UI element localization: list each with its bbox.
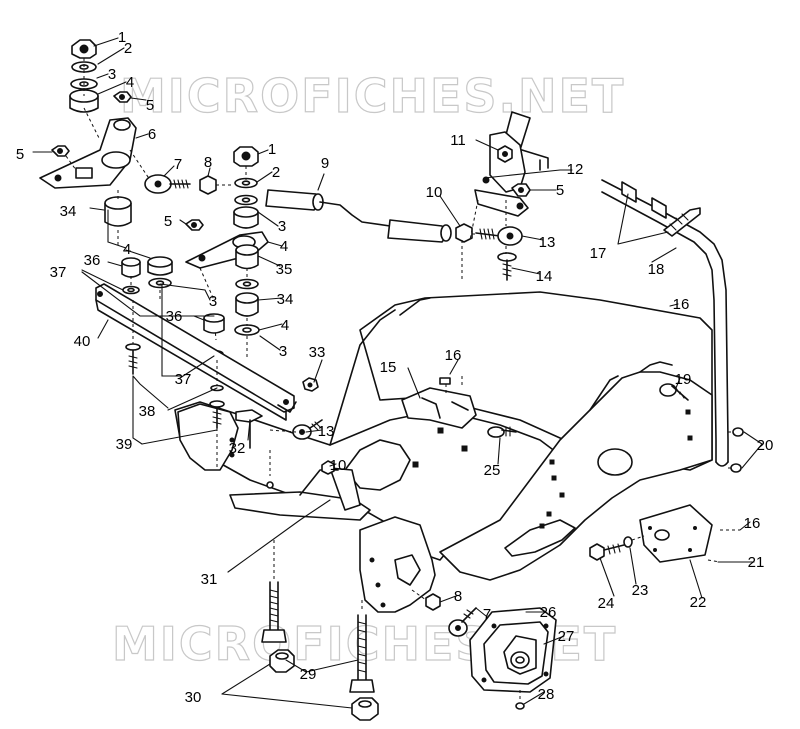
callout-c32: 32 <box>229 440 246 457</box>
callout-c5d: 5 <box>556 182 564 199</box>
callout-c6: 6 <box>148 126 156 143</box>
callout-c23: 23 <box>632 582 649 599</box>
callout-c17: 17 <box>590 245 607 262</box>
callout-c20: 20 <box>757 437 774 454</box>
plate-22-assembly <box>589 504 740 563</box>
callout-c26: 26 <box>540 604 557 621</box>
callout-c9: 9 <box>321 155 329 172</box>
callout-c31: 31 <box>201 571 218 588</box>
callout-c37b: 37 <box>175 371 192 388</box>
shift-boot-26-27 <box>469 607 557 710</box>
callout-c33: 33 <box>309 344 326 361</box>
callout-c3c: 3 <box>209 293 217 310</box>
callout-c3a: 3 <box>108 66 116 83</box>
callout-c3b: 3 <box>278 218 286 235</box>
callout-c11: 11 <box>450 132 466 149</box>
callout-c29: 29 <box>300 666 317 683</box>
callout-c4b: 4 <box>280 238 288 255</box>
callout-c30: 30 <box>185 689 202 706</box>
callout-c2a: 2 <box>124 40 132 57</box>
leader-lines <box>32 37 763 709</box>
callout-c22: 22 <box>690 594 707 611</box>
callout-c14: 14 <box>536 268 553 285</box>
callout-c5c: 5 <box>164 213 172 230</box>
callout-c13b: 13 <box>318 423 335 440</box>
callout-c27: 27 <box>558 628 575 645</box>
link-rod-9 <box>265 189 523 246</box>
callout-c12: 12 <box>567 161 584 178</box>
bolt-19 <box>659 383 689 401</box>
callout-c7b: 7 <box>483 606 491 623</box>
handle-bar-18 <box>601 179 744 473</box>
callout-c40: 40 <box>74 333 91 350</box>
chassis-bulkhead <box>174 291 713 613</box>
rocker-arm-35-assembly <box>121 146 269 360</box>
callout-c28: 28 <box>538 686 555 703</box>
shift-lever-assembly <box>461 111 549 281</box>
bolt-25 <box>487 426 517 438</box>
callout-c25: 25 <box>484 462 501 479</box>
callout-c38: 38 <box>139 403 156 420</box>
callout-c18: 18 <box>648 261 665 278</box>
callout-c35: 35 <box>276 261 293 278</box>
callout-c15: 15 <box>380 359 397 376</box>
bolts-29-nuts-30 <box>261 540 379 721</box>
watermark-text: MICROFICHES.NET <box>120 69 625 123</box>
callout-c4c: 4 <box>123 241 131 258</box>
callout-c10a: 10 <box>426 184 443 201</box>
callout-c3d: 3 <box>279 343 287 360</box>
callout-c2b: 2 <box>272 164 280 181</box>
rocker-arm-assembly <box>39 39 232 246</box>
shaft-rod-end-lower <box>235 377 335 476</box>
callout-c8b: 8 <box>454 588 462 605</box>
callout-c16c: 16 <box>744 515 761 532</box>
callout-c1b: 1 <box>268 141 276 158</box>
callout-c16a: 16 <box>673 296 690 313</box>
callout-c7a: 7 <box>174 156 182 173</box>
callout-c4d: 4 <box>281 317 289 334</box>
callout-c19: 19 <box>675 371 692 388</box>
watermark-top: MICROFICHES.NET <box>119 68 625 123</box>
callout-c37a: 37 <box>50 264 67 281</box>
rod-end-lower-7 <box>411 589 477 637</box>
callout-c5b: 5 <box>16 146 24 163</box>
callout-c36a: 36 <box>84 252 101 269</box>
callout-c24: 24 <box>598 595 615 612</box>
callout-c1a: 1 <box>118 29 126 46</box>
callout-c39: 39 <box>116 436 133 453</box>
callout-c34a: 34 <box>60 203 77 220</box>
callout-c21: 21 <box>748 554 765 571</box>
callout-c10b: 10 <box>330 457 347 474</box>
callout-c5a: 5 <box>146 97 154 114</box>
callout-c36b: 36 <box>166 308 183 325</box>
callout-c4a: 4 <box>126 74 134 91</box>
callout-c8a: 8 <box>204 154 212 171</box>
cross-bar-40 <box>95 283 297 421</box>
callout-c34b: 34 <box>277 291 294 308</box>
callout-c16b: 16 <box>445 347 462 364</box>
callout-c13a: 13 <box>539 234 556 251</box>
